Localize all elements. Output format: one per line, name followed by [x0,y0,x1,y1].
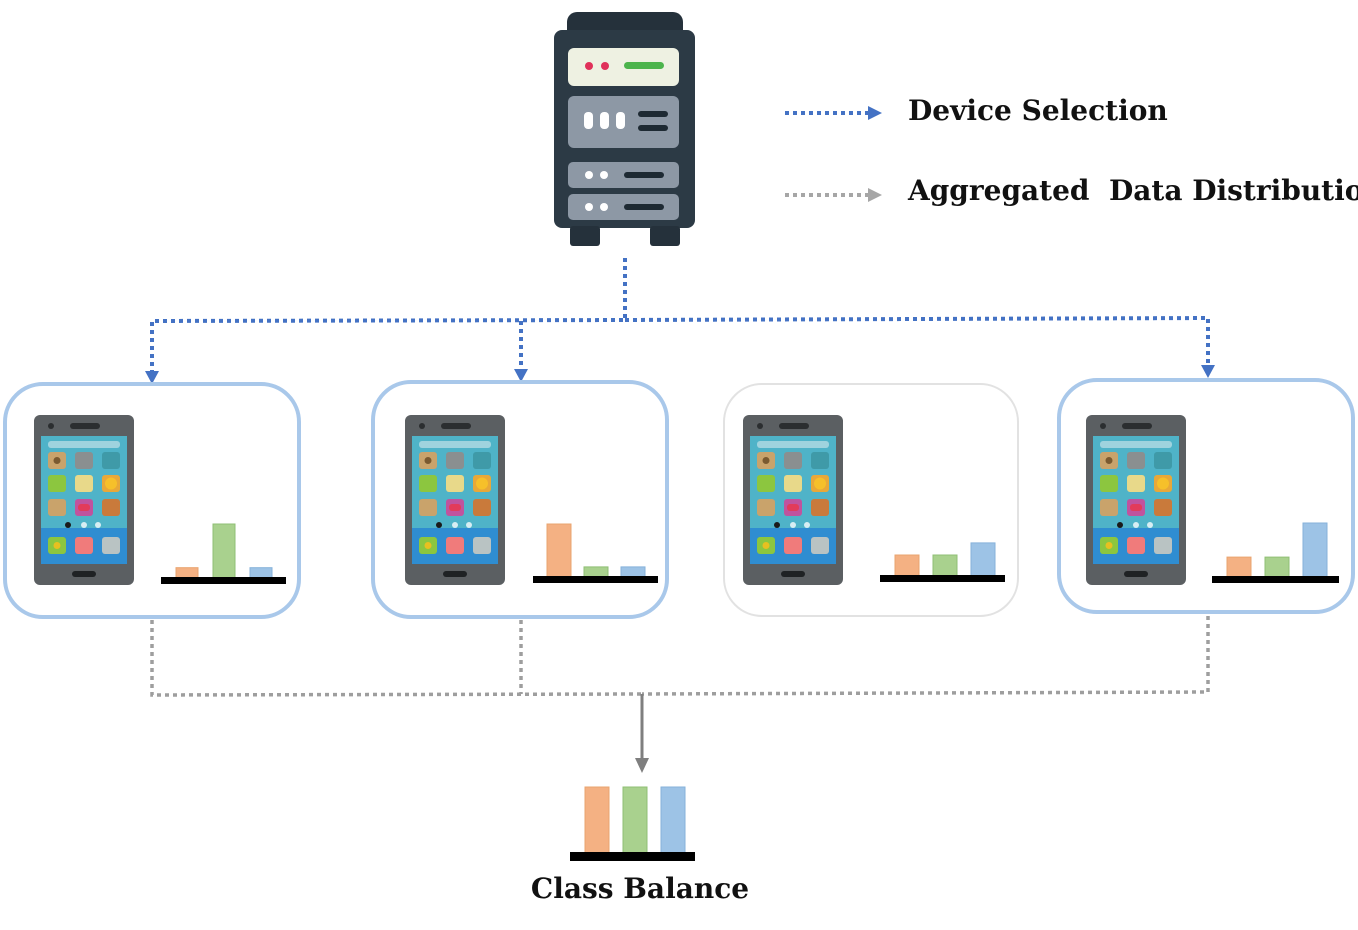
smartphone-icon [405,415,505,585]
device-card-4 [1057,378,1355,614]
class-3-bar [1302,522,1328,579]
aggregation-connectors [150,616,1210,697]
class-2-bar [1264,556,1290,579]
chart-baseline [161,577,286,584]
device-card-2 [371,380,669,619]
class-2-bar [212,523,236,581]
class-1-bar [584,786,610,854]
legend-selection-arrow [785,106,882,120]
legend-device-selection-label: Device Selection [908,94,1168,127]
chart-baseline [533,576,658,583]
class-3-bar [660,786,686,854]
class-3-bar [970,542,996,578]
class-2-bar [622,786,648,854]
smartphone-icon [743,415,843,585]
class-1-bar [894,554,920,578]
chart-baseline [880,575,1005,582]
smartphone-icon [34,415,134,585]
class-balance-bars [584,786,686,854]
class-2-bar [932,554,958,578]
legend-aggregated-distribution-label: Aggregated Data Distribution [908,174,1358,207]
device-card-1 [3,382,301,619]
device-card-3 [723,383,1019,617]
device-selection-connectors [150,258,1210,372]
smartphone-icon [1086,415,1186,585]
class-1-bar [546,523,572,580]
aggregation-arrow [635,694,649,773]
device-selection-arrowheads [145,365,1215,384]
class-balance-chart [570,786,695,861]
chart-baseline [1212,576,1339,583]
class-1-bar [1226,556,1252,579]
class-distribution-chart [175,523,273,581]
class-balance-caption: Class Balance [530,872,750,905]
legend-distribution-arrow [785,188,882,202]
class-distribution-chart [1226,522,1328,579]
chart-baseline [570,852,695,861]
server-rack-icon [554,12,695,246]
